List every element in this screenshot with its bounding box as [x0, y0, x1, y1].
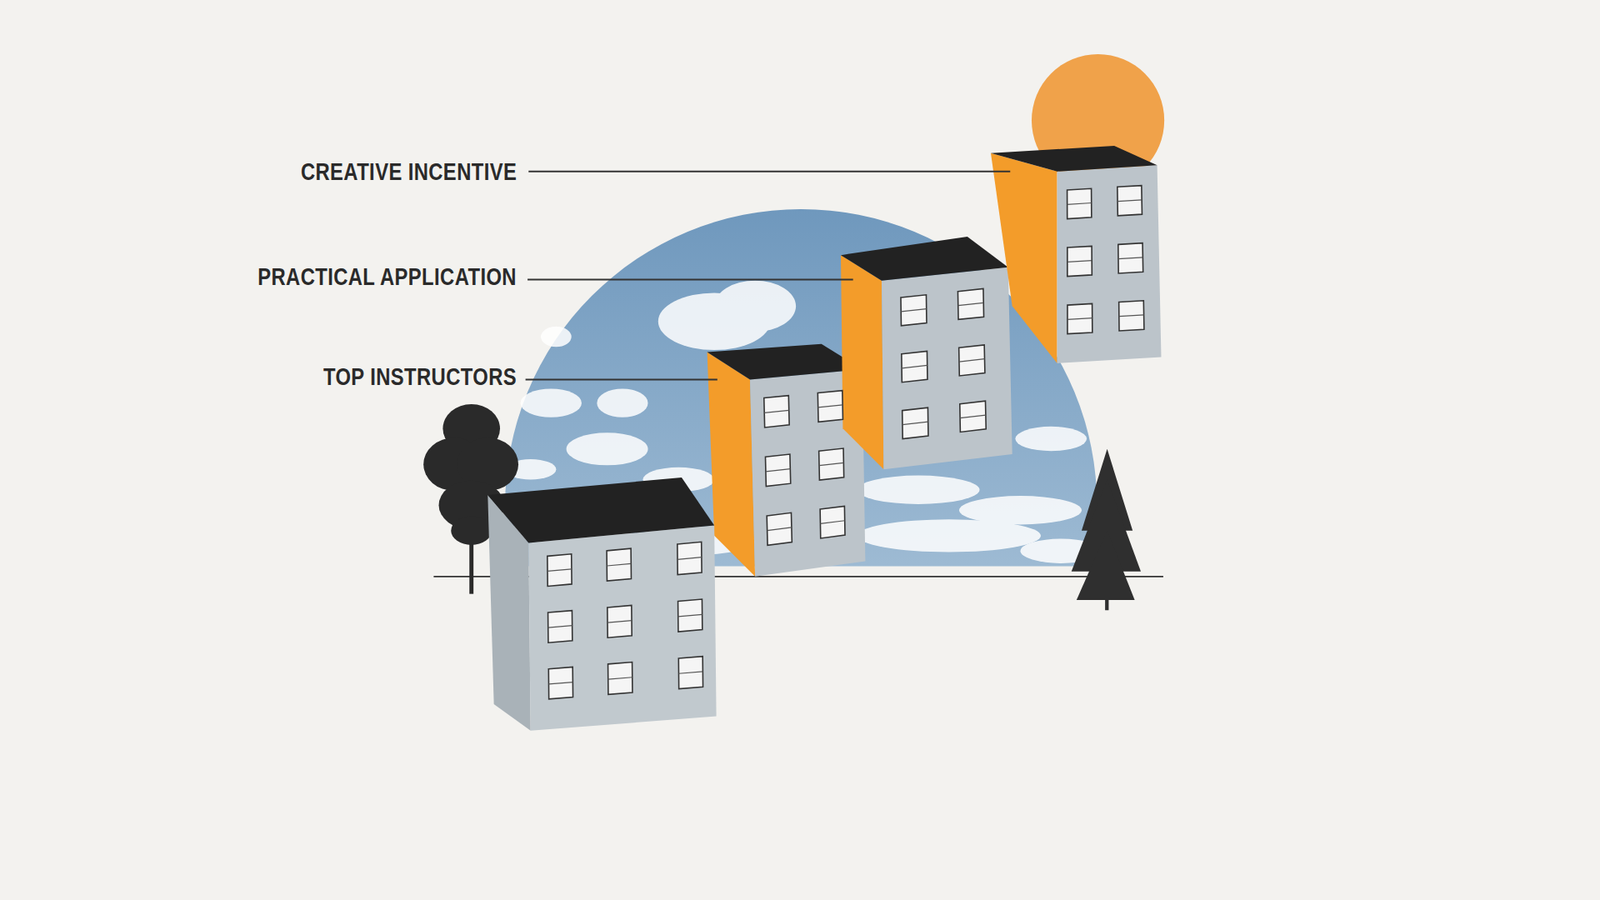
- window-bar: [959, 359, 985, 362]
- window-bar: [960, 415, 986, 419]
- window-bar: [900, 309, 926, 312]
- window: [819, 448, 845, 480]
- window: [548, 610, 573, 644]
- window: [548, 666, 573, 699]
- window: [1067, 188, 1092, 219]
- window-bar: [606, 563, 631, 566]
- window: [765, 454, 790, 487]
- window: [957, 288, 984, 320]
- window: [1117, 185, 1143, 216]
- window: [1119, 300, 1145, 331]
- window: [606, 548, 631, 581]
- window: [764, 395, 790, 428]
- window: [607, 605, 632, 638]
- window: [902, 407, 929, 439]
- window: [901, 350, 928, 382]
- building: [707, 344, 866, 577]
- callout-label: CREATIVE INCENTIVE: [300, 158, 517, 185]
- window-bar: [1067, 260, 1092, 263]
- window-bar: [678, 671, 703, 674]
- window-bar: [765, 469, 790, 472]
- window: [678, 656, 703, 690]
- window: [547, 554, 572, 587]
- window: [1067, 303, 1093, 334]
- window-bar: [1117, 200, 1142, 202]
- window: [766, 512, 792, 545]
- window-bar: [677, 557, 702, 560]
- window-bar: [767, 527, 792, 531]
- leader-line: [525, 171, 1011, 380]
- window: [677, 541, 702, 575]
- window: [1067, 245, 1093, 276]
- window-bar: [547, 569, 572, 572]
- building: [840, 236, 1013, 470]
- window-bar: [958, 302, 984, 305]
- window: [817, 390, 843, 423]
- window-bar: [902, 421, 929, 425]
- window: [1118, 243, 1144, 274]
- window-bar: [678, 614, 703, 616]
- window-bar: [901, 365, 928, 368]
- window-bar: [818, 405, 844, 408]
- window-bar: [608, 677, 633, 680]
- window-bar: [548, 682, 573, 685]
- tree: [1071, 449, 1141, 610]
- window: [900, 295, 927, 326]
- building: [990, 145, 1161, 364]
- window-bar: [1118, 257, 1143, 260]
- building: [487, 477, 716, 731]
- window-bar: [819, 462, 844, 465]
- window-bar: [764, 410, 790, 413]
- window: [960, 400, 986, 432]
- window-bar: [820, 520, 845, 525]
- window-bar: [1119, 315, 1145, 317]
- callout-label: PRACTICAL APPLICATION: [257, 263, 517, 290]
- window-bar: [1067, 318, 1093, 320]
- window-bar: [607, 620, 632, 623]
- window: [678, 599, 703, 632]
- callout-label: TOP INSTRUCTORS: [323, 363, 517, 390]
- window: [820, 505, 845, 539]
- window-bar: [548, 625, 573, 628]
- window-bar: [1067, 203, 1092, 205]
- window: [959, 345, 985, 376]
- window: [608, 662, 633, 695]
